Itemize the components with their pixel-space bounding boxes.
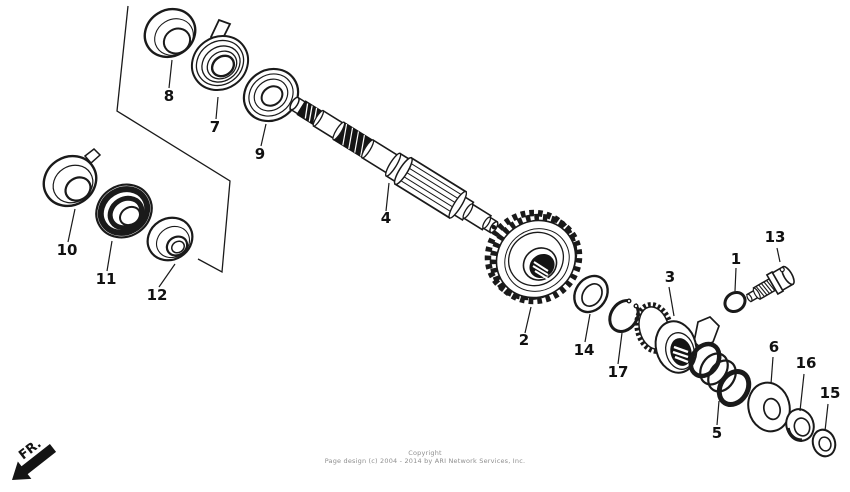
part-label-17[interactable]: 17 [608,363,629,381]
copyright-line1: Copyright [408,449,442,457]
part-label-13[interactable]: 13 [765,228,786,246]
part-2-gear [484,209,583,305]
fr-arrow-icon [12,444,57,480]
part-3-ratchet [634,302,720,374]
part-label-14[interactable]: 14 [574,341,595,359]
part-17-snap-ring [608,298,640,333]
leader-line-10 [67,208,76,243]
part-7-spring [190,18,250,92]
part-label-4[interactable]: 4 [381,209,391,227]
part-15-washer [811,428,837,458]
part-label-16[interactable]: 16 [796,354,817,372]
leader-line-12 [158,263,176,288]
part-label-10[interactable]: 10 [57,241,78,259]
leader-lines [67,59,829,432]
leader-line-17 [617,332,623,365]
part-8-bushing [143,7,197,59]
leader-line-11 [106,240,113,272]
part-label-2[interactable]: 2 [519,331,529,349]
part-16-washer [785,408,815,442]
part-11-seal-ring [95,183,153,239]
leader-line-1 [734,267,737,292]
part-1-o-ring [723,290,747,314]
part-12-collar [146,216,194,262]
leader-line-2 [524,306,532,334]
leader-line-13 [776,247,781,263]
part-number-callouts: 1 2 3 4 5 6 7 8 9 10 11 12 13 14 15 16 1… [57,87,841,442]
leader-line-7 [215,96,219,120]
part-13-bolt [745,265,795,303]
part-label-7[interactable]: 7 [210,118,220,136]
leader-line-8 [168,59,173,89]
leader-line-16 [799,373,805,412]
part-label-12[interactable]: 12 [147,286,168,304]
leader-line-9 [260,123,267,147]
leader-line-5 [716,400,720,426]
part-label-15[interactable]: 15 [820,384,841,402]
leader-line-6 [770,356,774,385]
part-label-3[interactable]: 3 [665,268,675,286]
leader-line-3 [668,286,675,317]
part-4-spindle [288,96,499,234]
part-label-1[interactable]: 1 [731,250,741,268]
leader-line-15 [824,403,829,432]
copyright-footer: Copyright Page design (c) 2004 - 2014 by… [0,449,850,465]
part-6-washer [747,381,791,433]
part-9-washer [242,67,300,123]
leader-line-14 [584,313,591,343]
leader-line-4 [385,182,390,212]
copyright-line2: Page design (c) 2004 - 2014 by ARI Netwo… [324,457,526,465]
part-label-5[interactable]: 5 [712,424,722,442]
part-label-11[interactable]: 11 [96,270,117,288]
part-5-spring [688,341,752,407]
part-label-8[interactable]: 8 [164,87,174,105]
part-10-collar [42,148,102,208]
part-14-washer [573,274,609,314]
part-label-6[interactable]: 6 [769,338,779,356]
part-label-9[interactable]: 9 [255,145,265,163]
boundary-reference-line [116,5,231,274]
